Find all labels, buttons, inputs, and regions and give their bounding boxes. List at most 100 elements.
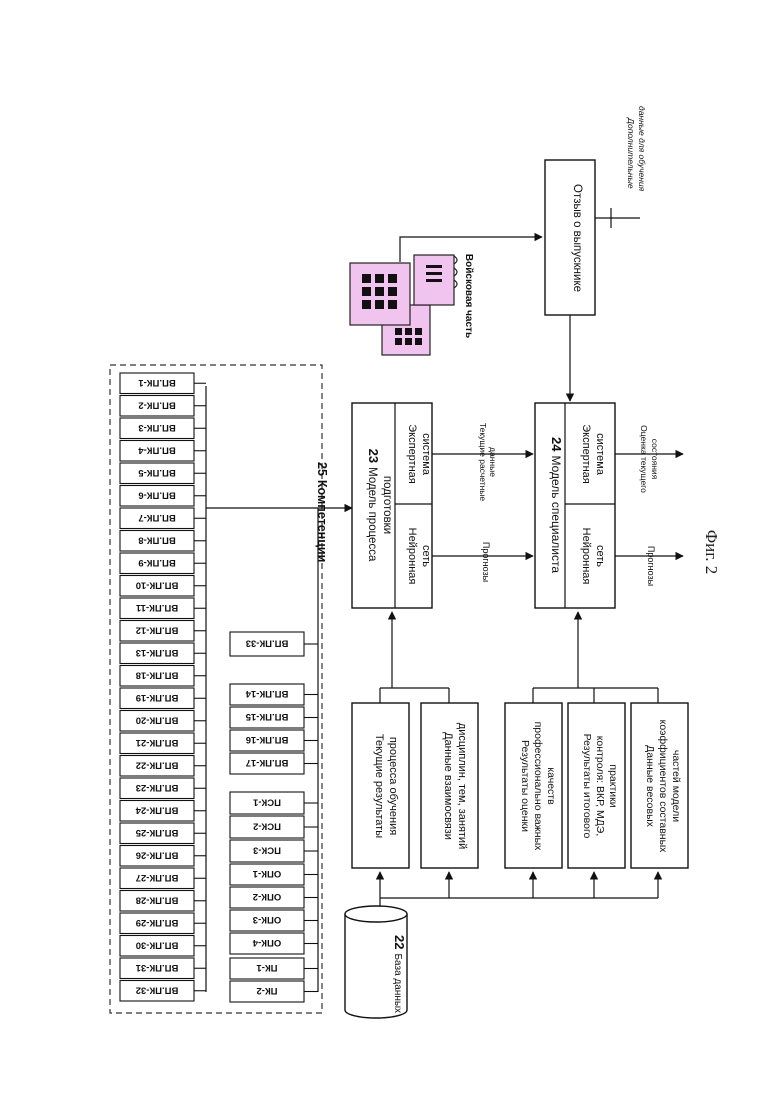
competency-vp-pk-extra-3: ВП.ПК-16 <box>230 730 318 751</box>
svg-text:ВП.ПК-20: ВП.ПК-20 <box>136 714 179 725</box>
svg-text:коэффициентов составных: коэффициентов составных <box>657 720 669 854</box>
svg-text:ВП.ПК-13: ВП.ПК-13 <box>136 647 179 658</box>
svg-text:ВП.ПК-9: ВП.ПК-9 <box>138 557 175 568</box>
svg-text:ВП.ПК-30: ВП.ПК-30 <box>136 939 179 950</box>
competency-vp-pk-7: ВП.ПК-7 <box>120 508 206 529</box>
svg-text:контроля: ВКР, МДЭ,: контроля: ВКР, МДЭ, <box>594 736 606 837</box>
svg-text:частей модели: частей модели <box>670 750 682 822</box>
svg-text:ВП.ПК-1: ВП.ПК-1 <box>138 377 176 388</box>
svg-text:ВП.ПК-6: ВП.ПК-6 <box>138 489 175 500</box>
database-connections <box>380 872 658 906</box>
state-label-2: состояния <box>650 439 660 480</box>
competency-psk-1: ПСК-1 <box>230 792 318 814</box>
svg-text:ВП.ПК-24: ВП.ПК-24 <box>135 804 178 815</box>
svg-text:дисциплин, тем, занятий: дисциплин, тем, занятий <box>456 723 468 849</box>
svg-text:Экспертная: Экспертная <box>406 424 418 484</box>
svg-text:ВП.ПК-10: ВП.ПК-10 <box>136 579 179 590</box>
competency-vp-pk-27: ВП.ПК-31 <box>120 958 206 979</box>
competency-vp-pk-11: ВП.ПК-11 <box>120 598 206 619</box>
input-discipline-links: Данные взаимосвязи дисциплин, тем, занят… <box>421 703 478 868</box>
competency-vp-pk-13: ВП.ПК-13 <box>120 643 206 664</box>
svg-text:ВП.ПК-2: ВП.ПК-2 <box>138 399 175 410</box>
competency-vp-pk-17: ВП.ПК-21 <box>120 733 206 754</box>
svg-text:ВП.ПК-33: ВП.ПК-33 <box>246 638 289 649</box>
svg-text:Нейронная: Нейронная <box>406 528 418 585</box>
svg-text:ВП.ПК-32: ВП.ПК-32 <box>136 984 179 995</box>
competency-opk-2: ОПК-2 <box>230 887 318 908</box>
model-23-process: 23Модель процесса подготовки Нейронная с… <box>352 403 432 608</box>
input-current-results: Текущие результаты процесса обучения <box>352 703 409 868</box>
svg-text:система: система <box>594 433 606 476</box>
competency-vp-pk-extra-1: ВП.ПК-14 <box>230 684 318 705</box>
competency-groups: ПК-1ПК-2ОПК-1ОПК-2ОПК-3ОПК-4ПСК-1ПСК-2ПС… <box>230 632 318 1002</box>
svg-text:ВП.ПК-29: ВП.ПК-29 <box>136 917 179 928</box>
competency-pk-1: ПК-1 <box>230 958 318 979</box>
competency-vp-pk-5: ВП.ПК-5 <box>120 463 206 484</box>
svg-text:ВП.ПК-27: ВП.ПК-27 <box>136 872 179 883</box>
svg-text:ВП.ПК-17: ВП.ПК-17 <box>246 757 289 768</box>
svg-text:ВП.ПК-22: ВП.ПК-22 <box>136 759 179 770</box>
competency-vp-pk-extra-2: ВП.ПК-15 <box>230 707 318 728</box>
competency-vp-pk-2: ВП.ПК-2 <box>120 396 206 417</box>
svg-text:сеть: сеть <box>420 545 432 567</box>
competency-vp-pk-33: ВП.ПК-33 <box>230 632 318 656</box>
svg-text:ВП.ПК-11: ВП.ПК-11 <box>135 602 178 613</box>
competency-vp-pk-9: ВП.ПК-9 <box>120 553 206 574</box>
svg-text:профессионально важных: профессионально важных <box>532 722 544 852</box>
figure-caption: Фиг. 2 <box>702 530 721 575</box>
input-professional-qualities: Результаты оценки профессионально важных… <box>505 703 562 868</box>
competency-vp-pk-extra-4: ВП.ПК-17 <box>230 753 318 774</box>
svg-text:Экспертная: Экспертная <box>580 424 592 484</box>
current-calc-label-2: данные <box>488 447 498 477</box>
competency-vp-pk-6: ВП.ПК-6 <box>120 486 206 507</box>
svg-text:практики: практики <box>607 764 619 807</box>
svg-text:ВП.ПК-4: ВП.ПК-4 <box>138 444 176 455</box>
svg-text:24Модель специалиста: 24Модель специалиста <box>549 437 564 573</box>
svg-text:ВП.ПК-15: ВП.ПК-15 <box>245 711 288 722</box>
svg-text:ОПК-4: ОПК-4 <box>252 937 281 948</box>
competency-vp-pk-28: ВП.ПК-32 <box>120 981 206 1002</box>
svg-text:Отзыв о выпускнике: Отзыв о выпускнике <box>571 184 583 292</box>
svg-text:Нейронная: Нейронная <box>580 528 592 585</box>
current-calc-label-1: Текущие расчетные <box>478 423 488 502</box>
svg-text:Результаты оценки: Результаты оценки <box>519 740 531 832</box>
competency-vp-pk-3: ВП.ПК-3 <box>120 418 206 439</box>
input-buses <box>380 612 658 703</box>
svg-text:Данные взаимосвязи: Данные взаимосвязи <box>442 732 454 840</box>
competency-vp-pk-25: ВП.ПК-29 <box>120 913 206 934</box>
forecasts-label: Прогнозы <box>481 542 491 582</box>
svg-text:ВП.ПК-26: ВП.ПК-26 <box>136 849 179 860</box>
svg-text:ПСК-2: ПСК-2 <box>253 821 281 832</box>
military-unit-label: Войсковая часть <box>463 254 474 338</box>
svg-text:ОПК-2: ОПК-2 <box>253 891 281 902</box>
competency-opk-3: ОПК-3 <box>230 910 318 931</box>
competency-vp-pk-4: ВП.ПК-4 <box>120 441 206 462</box>
svg-text:ВП.ПК-8: ВП.ПК-8 <box>138 534 175 545</box>
military-unit-building-icon <box>350 255 457 355</box>
competency-vp-pk-21: ВП.ПК-25 <box>120 823 206 844</box>
svg-text:ВП.ПК-18: ВП.ПК-18 <box>136 669 179 680</box>
svg-text:процесса обучения: процесса обучения <box>387 737 399 835</box>
svg-text:система: система <box>420 433 432 476</box>
svg-text:сеть: сеть <box>594 545 606 567</box>
competency-vp-pk-12: ВП.ПК-12 <box>120 621 206 642</box>
svg-text:ВП.ПК-28: ВП.ПК-28 <box>136 894 179 905</box>
state-label-1: Оценка текущего <box>639 425 649 493</box>
vp-pk-column: ВП.ПК-1ВП.ПК-2ВП.ПК-3ВП.ПК-4ВП.ПК-5ВП.ПК… <box>120 373 206 1001</box>
svg-text:ВП.ПК-31: ВП.ПК-31 <box>135 962 178 973</box>
competency-vp-pk-1: ВП.ПК-1 <box>120 373 206 394</box>
graduate-feedback-box: Отзыв о выпускнике <box>545 160 595 315</box>
additional-data-label-2: данные для обучения <box>637 106 647 192</box>
svg-text:ВП.ПК-5: ВП.ПК-5 <box>138 467 176 478</box>
svg-text:ПК-2: ПК-2 <box>256 985 277 996</box>
svg-text:ВП.ПК-25: ВП.ПК-25 <box>135 827 178 838</box>
competency-vp-pk-24: ВП.ПК-28 <box>120 891 206 912</box>
input-weight-coefficients: Данные весовых коэффициентов составных ч… <box>631 703 688 868</box>
competency-vp-pk-20: ВП.ПК-24 <box>120 801 206 822</box>
svg-text:ПСК-3: ПСК-3 <box>253 845 281 856</box>
svg-text:Результаты итогового: Результаты итогового <box>581 734 593 839</box>
competency-opk-4: ОПК-4 <box>230 933 318 954</box>
competency-psk-2: ПСК-2 <box>230 816 318 838</box>
svg-text:ВП.ПК-12: ВП.ПК-12 <box>136 624 179 635</box>
